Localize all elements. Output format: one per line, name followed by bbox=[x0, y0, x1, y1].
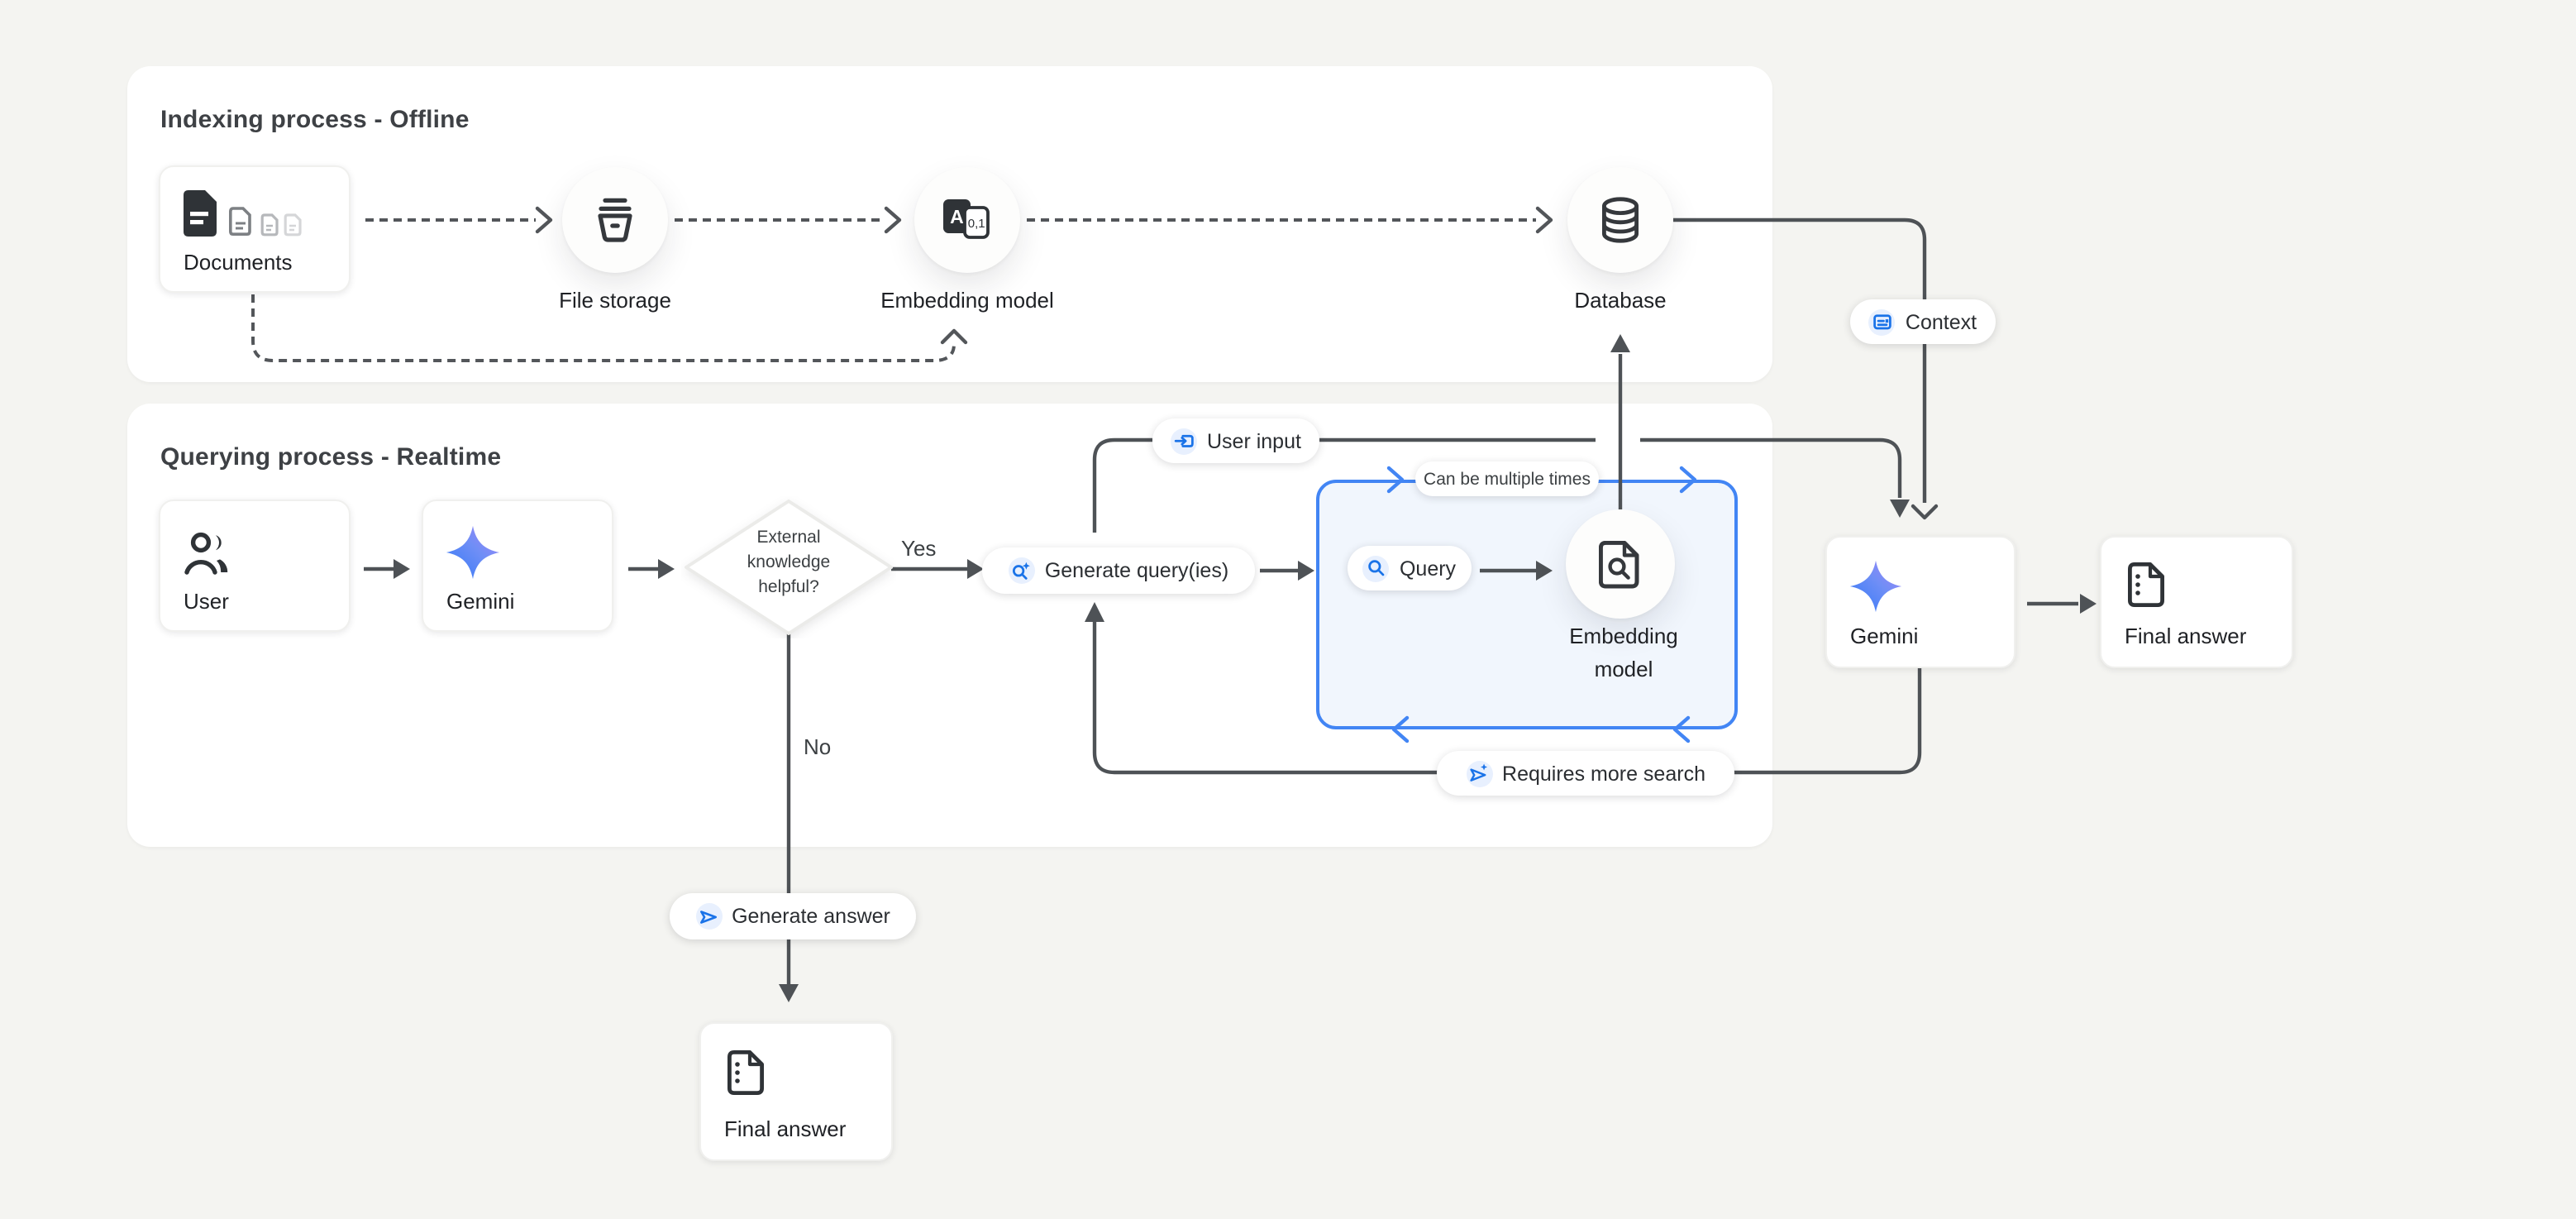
send-sparkle-icon bbox=[1466, 760, 1493, 786]
requires-more-search-label: Requires more search bbox=[1502, 762, 1705, 785]
can-be-multiple-times-pill: Can be multiple times bbox=[1415, 461, 1599, 496]
documents-label: Documents bbox=[184, 250, 293, 275]
user-node: User bbox=[159, 500, 351, 632]
requires-more-search-pill: Requires more search bbox=[1437, 751, 1734, 796]
dashed-edges bbox=[251, 218, 1536, 362]
embedding-model-query-node bbox=[1566, 509, 1675, 619]
querying-panel-title: Querying process - Realtime bbox=[160, 443, 502, 471]
generate-answer-pill-label: Generate answer bbox=[732, 905, 890, 928]
chevron-context-into-gemini bbox=[1911, 504, 1939, 520]
query-pill-label: Query bbox=[1399, 557, 1457, 580]
edge-database-context-to-gemini bbox=[1673, 218, 1927, 503]
embedding-model-offline-label: Embedding model bbox=[880, 288, 1054, 313]
edge-documents-loop-to-embedding bbox=[251, 294, 956, 362]
decision-diamond bbox=[685, 500, 893, 635]
send-icon bbox=[695, 903, 723, 930]
query-pill: Query bbox=[1348, 546, 1472, 590]
can-be-multiple-times-label: Can be multiple times bbox=[1424, 469, 1591, 489]
gemini-left-label: Gemini bbox=[446, 589, 515, 614]
svg-text:A: A bbox=[950, 206, 964, 227]
gemini-star-icon bbox=[446, 525, 500, 580]
no-edge-label: No bbox=[804, 734, 832, 759]
context-pill-label: Context bbox=[1905, 310, 1977, 333]
embedding-model-offline-node: A 0,1 bbox=[914, 167, 1020, 273]
dashed-arrowheads bbox=[535, 206, 1553, 345]
final-answer-node-right: Final answer bbox=[2100, 536, 2293, 668]
embedding-model-query-label: Embedding model bbox=[1569, 624, 1678, 681]
database-node bbox=[1567, 167, 1673, 273]
gemini-node-left: Gemini bbox=[422, 500, 613, 632]
svg-text:0,1: 0,1 bbox=[968, 217, 985, 231]
final-answer-right-label: Final answer bbox=[2125, 624, 2247, 648]
database-label: Database bbox=[1574, 288, 1667, 313]
decision-diamond-text: External knowledge helpful? bbox=[747, 528, 831, 597]
document-stack-icon bbox=[184, 190, 302, 237]
gemini-right-label: Gemini bbox=[1850, 624, 1919, 648]
solid-edges bbox=[364, 218, 2078, 984]
input-arrow-icon bbox=[1171, 428, 1197, 454]
generate-queries-pill: Generate query(ies) bbox=[982, 547, 1255, 594]
document-dots-icon bbox=[727, 1050, 764, 1095]
users-icon bbox=[184, 532, 228, 575]
generate-queries-pill-label: Generate query(ies) bbox=[1044, 559, 1229, 582]
file-storage-label: File storage bbox=[559, 288, 671, 313]
final-answer-bottom-label: Final answer bbox=[724, 1116, 847, 1141]
translate-model-icon: A 0,1 bbox=[943, 199, 990, 239]
context-pill: Context bbox=[1850, 299, 1996, 344]
user-input-pill-label: User input bbox=[1207, 429, 1301, 452]
retrieval-loop-box bbox=[1316, 480, 1738, 729]
final-answer-node-bottom: Final answer bbox=[699, 1022, 893, 1161]
document-search-icon bbox=[1598, 540, 1639, 588]
gemini-star-icon bbox=[1849, 560, 1902, 613]
generate-answer-pill: Generate answer bbox=[670, 893, 916, 939]
yes-edge-label: Yes bbox=[901, 536, 937, 561]
search-sparkle-icon bbox=[1008, 557, 1035, 584]
user-label: User bbox=[184, 589, 229, 614]
edge-userinput-to-gemini-right bbox=[1319, 437, 1902, 498]
storage-bucket-icon bbox=[598, 198, 632, 242]
documents-node: Documents bbox=[159, 165, 351, 293]
search-icon bbox=[1362, 555, 1390, 581]
file-storage-node bbox=[562, 167, 668, 273]
edge-userinput-to-generatequeries bbox=[1092, 437, 1152, 533]
gemini-node-right: Gemini bbox=[1825, 536, 2015, 668]
solid-arrowheads bbox=[394, 334, 2097, 1002]
user-input-pill: User input bbox=[1152, 418, 1319, 463]
indexing-panel-title: Indexing process - Offline bbox=[160, 106, 470, 134]
document-dots-icon bbox=[2128, 562, 2164, 607]
loop-direction-chevrons bbox=[1386, 466, 1697, 743]
database-cylinder-icon bbox=[1601, 197, 1639, 243]
article-icon bbox=[1868, 308, 1896, 335]
